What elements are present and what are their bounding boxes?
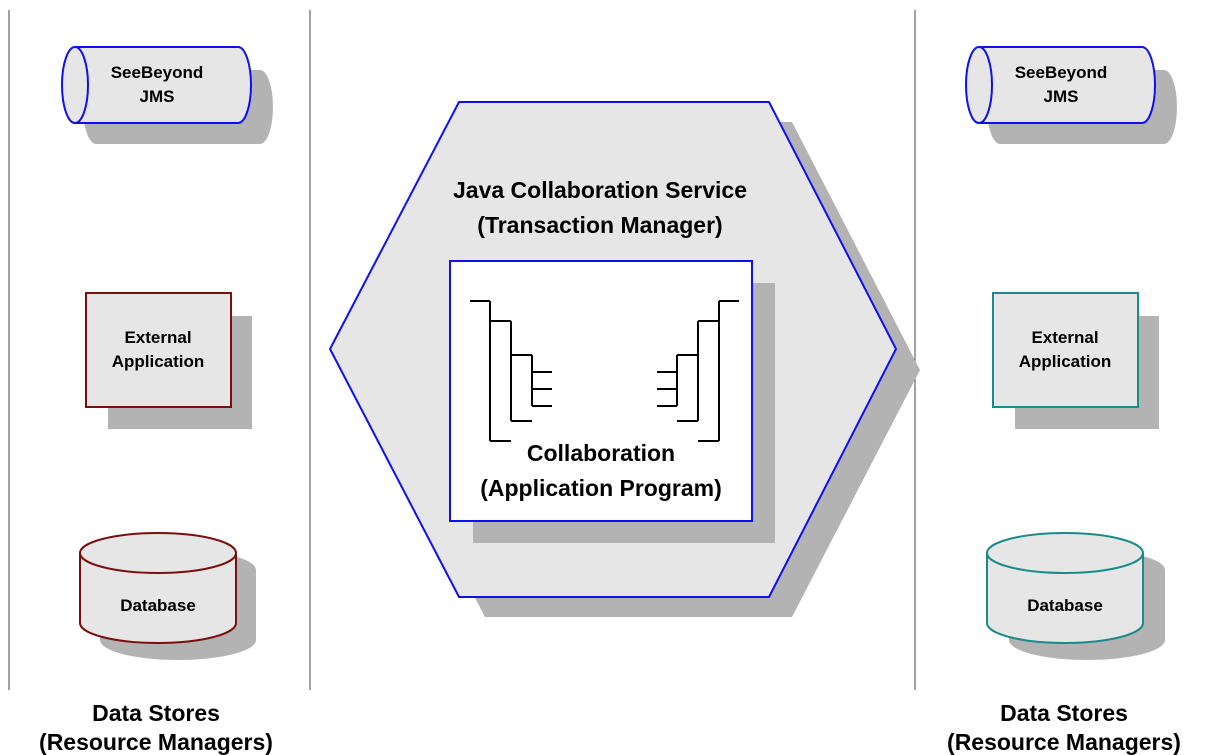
left-jms-label-line2: JMS (140, 87, 175, 106)
right-tree-icon (657, 300, 739, 442)
collaboration-label-line1: Collaboration (527, 440, 675, 466)
right-footer-line2: (Resource Managers) (947, 729, 1181, 755)
right-external-application: External Application (992, 292, 1159, 429)
right-ext-app-label-line1: External (1031, 328, 1098, 347)
left-footer-line2: (Resource Managers) (39, 729, 273, 755)
right-jms-body (965, 46, 1156, 124)
right-ext-app-label-line2: Application (1019, 352, 1112, 371)
left-external-application: External Application (85, 292, 252, 429)
left-jms-front-face (74, 46, 89, 124)
left-ext-app-label-line2: Application (112, 352, 205, 371)
right-footer-line1: Data Stores (1000, 700, 1128, 726)
right-ext-app-box (992, 292, 1139, 408)
right-database-top-rim (986, 552, 1144, 574)
service-title-line1: Java Collaboration Service (453, 177, 747, 203)
right-database: Database (986, 532, 1165, 660)
right-jms-label-line2: JMS (1044, 87, 1079, 106)
left-database-top-rim (79, 552, 237, 574)
right-database-body (986, 532, 1144, 644)
left-ext-app-box (85, 292, 232, 408)
right-jms-front-face (978, 46, 993, 124)
right-database-label: Database (1027, 596, 1103, 615)
left-database-body (79, 532, 237, 644)
left-jms-body (61, 46, 252, 124)
right-jms-label-line1: SeeBeyond (1015, 63, 1108, 82)
right-jms-queue: SeeBeyond JMS (965, 46, 1177, 144)
left-database: Database (79, 532, 256, 660)
left-jms-label-line1: SeeBeyond (111, 63, 204, 82)
collaboration-box: Collaboration (Application Program) (449, 260, 775, 543)
service-title-line2: (Transaction Manager) (477, 212, 722, 238)
left-jms-queue: SeeBeyond JMS (61, 46, 273, 144)
collaboration-box-body (449, 260, 753, 522)
left-tree-icon (470, 300, 552, 442)
left-footer-line1: Data Stores (92, 700, 220, 726)
left-database-label: Database (120, 596, 196, 615)
left-ext-app-label-line1: External (124, 328, 191, 347)
collaboration-label-line2: (Application Program) (480, 475, 722, 501)
